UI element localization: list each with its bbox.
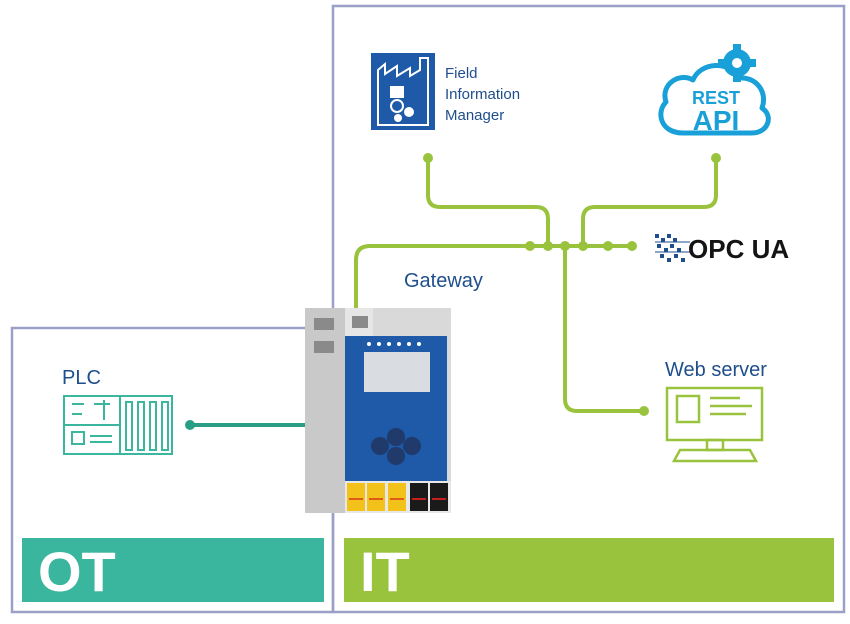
fim-label-line-3: Manager bbox=[445, 107, 504, 124]
fim-label: Field Information Manager bbox=[445, 65, 524, 124]
gateway-backbone-connector bbox=[354, 244, 634, 327]
opc-logo-icon bbox=[655, 234, 690, 262]
plc-connector-dot bbox=[185, 420, 195, 430]
cloud-gear-icon bbox=[658, 44, 771, 136]
ot-band bbox=[22, 538, 324, 602]
ot-band-label: OT bbox=[38, 540, 116, 603]
rest-label-line-2: API bbox=[693, 105, 740, 136]
webserver-connector bbox=[563, 244, 646, 413]
it-connectors bbox=[354, 156, 718, 413]
plc-connector bbox=[188, 343, 326, 427]
gateway-label: Gateway bbox=[404, 270, 483, 292]
fim-label-line-1: Field bbox=[445, 65, 478, 82]
plc-icon bbox=[63, 395, 173, 455]
rest-label-line-1: REST bbox=[692, 88, 740, 108]
plc-label: PLC bbox=[62, 367, 101, 389]
fim-connector bbox=[426, 156, 550, 248]
it-band-label: IT bbox=[360, 540, 410, 603]
webserver-label: Web server bbox=[665, 359, 767, 381]
rest-connector bbox=[581, 156, 718, 248]
opcua-label: OPC UA bbox=[688, 234, 789, 264]
fim-label-line-2: Information bbox=[445, 86, 520, 103]
it-band bbox=[344, 538, 834, 602]
factory-icon bbox=[371, 53, 435, 130]
connector-dots bbox=[423, 153, 721, 416]
gateway-device-icon bbox=[305, 308, 451, 513]
monitor-icon bbox=[665, 386, 764, 463]
